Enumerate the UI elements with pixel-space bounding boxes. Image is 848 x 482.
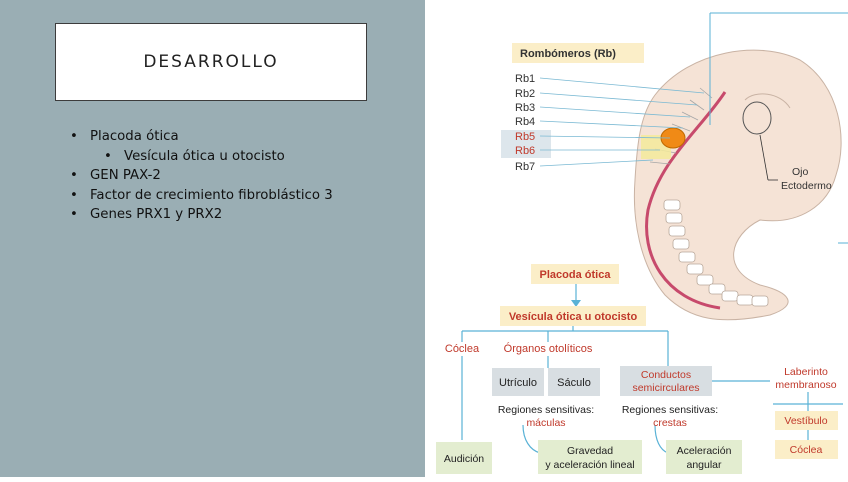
aceleracion-box (666, 440, 742, 474)
bullet-item: •Genes PRX1 y PRX2 (70, 207, 223, 222)
rombomeros-title-box (512, 43, 644, 63)
placoda-box (531, 264, 619, 284)
embryo-ear-diagram: Rombómeros (Rb) Rb1 Rb2 Rb3 Rb4 Rb5 Rb6 … (436, 12, 848, 474)
bullet-item: •Factor de crecimiento fibroblástico 3 (70, 187, 333, 203)
rb-label: Rb5 (515, 131, 535, 143)
vestibulo-label: Vestíbulo (784, 415, 827, 427)
coclea-label: Cóclea (445, 343, 480, 355)
saculo-label: Sáculo (557, 377, 591, 389)
regiones-maculas-2: máculas (526, 417, 565, 429)
audicion-label: Audición (444, 453, 484, 465)
rb-leader-lines (539, 77, 705, 167)
gravedad-label-1: Gravedad (567, 445, 613, 457)
rb-label: Rb3 (515, 102, 535, 114)
audicion-box (436, 442, 492, 474)
ectodermo-label: Ectodermo (781, 180, 832, 192)
vesicula-label: Vesícula ótica u otocisto (509, 311, 638, 323)
conductos-box (620, 366, 712, 396)
gravedad-label-2: y aceleración lineal (545, 459, 634, 471)
title-box: DESARROLLO (55, 23, 367, 101)
eye-vesicle (742, 101, 772, 135)
ojo-label: Ojo (792, 166, 809, 178)
tree-lines (461, 326, 843, 454)
rb-label: Rb1 (515, 73, 535, 85)
rb-label: Rb2 (515, 88, 535, 100)
slide-left-panel: DESARROLLO •Placoda ótica •Vesícula ótic… (0, 0, 425, 477)
somites (663, 199, 769, 307)
laberinto-label-2: membranoso (775, 379, 836, 391)
rb-label: Rb6 (515, 145, 535, 157)
slide-title: DESARROLLO (143, 52, 279, 72)
regiones-crestas-1: Regiones sensitivas: (622, 404, 718, 416)
aceleracion-label-2: angular (686, 459, 722, 471)
laberinto-label-1: Laberinto (784, 366, 828, 378)
gravedad-box (538, 440, 642, 474)
saculo-box (548, 368, 600, 396)
bullet-item: •Placoda ótica (70, 129, 179, 144)
bullet-item: •GEN PAX-2 (70, 168, 161, 183)
rb-label: Rb4 (515, 116, 535, 128)
bullet-subitem: •Vesícula ótica u otocisto (104, 148, 285, 164)
vestibulo-box (775, 411, 838, 430)
conductos-label-1: Conductos (641, 369, 691, 381)
organos-label: Órganos otolíticos (504, 342, 593, 355)
rb-label: Rb7 (515, 161, 535, 173)
bullet-list: •Placoda ótica •Vesícula ótica u otocist… (70, 127, 410, 225)
neural-tube (645, 91, 727, 310)
utriculo-label: Utrículo (499, 377, 537, 389)
rombomeros-title: Rombómeros (Rb) (520, 48, 616, 60)
rb56-highlight (501, 130, 551, 158)
conductos-label-2: semicirculares (632, 382, 699, 394)
vesicula-box (500, 306, 646, 326)
coclea-yellow-box (775, 440, 838, 459)
regiones-crestas-2: crestas (653, 417, 687, 429)
coclea-yellow-label: Cóclea (790, 444, 823, 456)
placoda-label: Placoda ótica (540, 269, 612, 281)
figure-panel: Rombómeros (Rb) Rb1 Rb2 Rb3 Rb4 Rb5 Rb6 … (425, 0, 848, 477)
utriculo-box (492, 368, 544, 396)
regiones-maculas-1: Regiones sensitivas: (498, 404, 594, 416)
aceleracion-label-1: Aceleración (677, 445, 732, 457)
